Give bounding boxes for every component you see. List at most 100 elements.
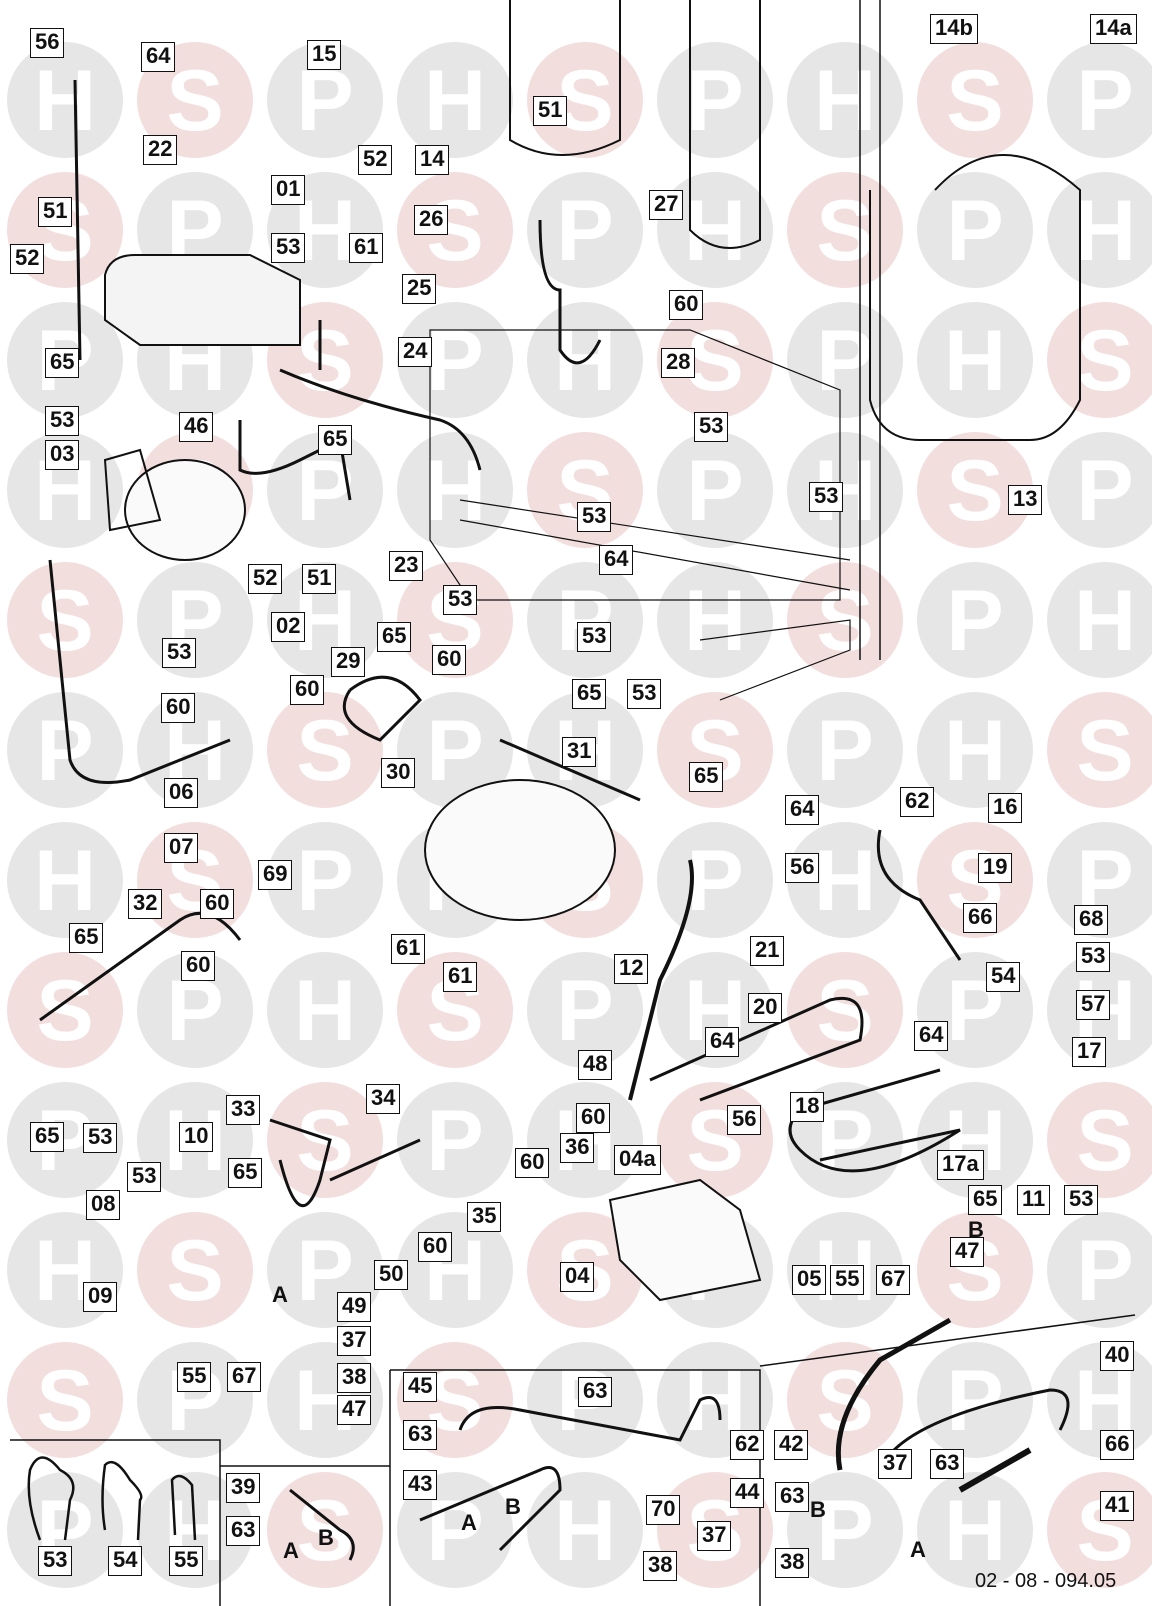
part-label-13[interactable]: 13 (1008, 485, 1043, 515)
part-label-53[interactable]: 53 (162, 638, 197, 668)
part-label-21[interactable]: 21 (750, 936, 785, 966)
part-label-06[interactable]: 06 (164, 778, 199, 808)
part-label-14b[interactable]: 14b (930, 14, 978, 44)
part-label-10[interactable]: 10 (179, 1122, 214, 1152)
part-label-64[interactable]: 64 (599, 545, 634, 575)
part-label-50[interactable]: 50 (374, 1260, 409, 1290)
part-label-52[interactable]: 52 (10, 244, 45, 274)
part-label-53[interactable]: 53 (627, 679, 662, 709)
part-label-53[interactable]: 53 (271, 233, 306, 263)
part-label-66[interactable]: 66 (963, 903, 998, 933)
part-label-64[interactable]: 64 (785, 795, 820, 825)
part-label-37[interactable]: 37 (697, 1521, 732, 1551)
part-label-02[interactable]: 02 (271, 612, 306, 642)
part-label-53[interactable]: 53 (577, 502, 612, 532)
part-label-48[interactable]: 48 (578, 1050, 613, 1080)
part-label-19[interactable]: 19 (978, 853, 1013, 883)
part-label-67[interactable]: 67 (876, 1265, 911, 1295)
part-label-49[interactable]: 49 (337, 1292, 372, 1322)
part-label-53[interactable]: 53 (83, 1123, 118, 1153)
part-label-39[interactable]: 39 (226, 1473, 261, 1503)
part-label-38[interactable]: 38 (775, 1548, 810, 1578)
part-label-57[interactable]: 57 (1076, 990, 1111, 1020)
part-label-62[interactable]: 62 (730, 1430, 765, 1460)
part-label-33[interactable]: 33 (226, 1095, 261, 1125)
part-label-61[interactable]: 61 (443, 962, 478, 992)
part-label-55[interactable]: 55 (830, 1265, 865, 1295)
part-label-65[interactable]: 65 (572, 679, 607, 709)
part-label-04a[interactable]: 04a (614, 1145, 661, 1175)
part-label-63[interactable]: 63 (578, 1377, 613, 1407)
part-label-53[interactable]: 53 (45, 406, 80, 436)
part-label-52[interactable]: 52 (248, 564, 283, 594)
part-label-09[interactable]: 09 (83, 1282, 118, 1312)
part-label-23[interactable]: 23 (389, 551, 424, 581)
part-label-18[interactable]: 18 (790, 1092, 825, 1122)
part-label-64[interactable]: 64 (914, 1021, 949, 1051)
part-label-55[interactable]: 55 (177, 1362, 212, 1392)
part-label-53[interactable]: 53 (809, 482, 844, 512)
part-label-37[interactable]: 37 (878, 1449, 913, 1479)
part-label-37[interactable]: 37 (337, 1326, 372, 1356)
part-label-60[interactable]: 60 (576, 1103, 611, 1133)
part-label-65[interactable]: 65 (689, 762, 724, 792)
part-label-61[interactable]: 61 (391, 934, 426, 964)
part-label-51[interactable]: 51 (302, 564, 337, 594)
part-label-38[interactable]: 38 (337, 1363, 372, 1393)
part-label-66[interactable]: 66 (1100, 1430, 1135, 1460)
part-label-30[interactable]: 30 (381, 758, 416, 788)
part-label-15[interactable]: 15 (307, 40, 342, 70)
part-label-60[interactable]: 60 (290, 675, 325, 705)
part-label-41[interactable]: 41 (1100, 1491, 1135, 1521)
part-label-27[interactable]: 27 (649, 190, 684, 220)
part-label-65[interactable]: 65 (69, 923, 104, 953)
part-label-34[interactable]: 34 (366, 1084, 401, 1114)
part-label-60[interactable]: 60 (432, 645, 467, 675)
part-label-08[interactable]: 08 (86, 1190, 121, 1220)
part-label-47[interactable]: 47 (337, 1395, 372, 1425)
part-label-22[interactable]: 22 (143, 135, 178, 165)
part-label-69[interactable]: 69 (258, 860, 293, 890)
part-label-54[interactable]: 54 (986, 962, 1021, 992)
part-label-47[interactable]: 47 (950, 1237, 985, 1267)
part-label-56[interactable]: 56 (727, 1105, 762, 1135)
part-label-29[interactable]: 29 (331, 647, 366, 677)
part-label-60[interactable]: 60 (418, 1232, 453, 1262)
part-label-40[interactable]: 40 (1100, 1341, 1135, 1371)
part-label-65[interactable]: 65 (228, 1158, 263, 1188)
part-label-12[interactable]: 12 (614, 954, 649, 984)
part-label-53[interactable]: 53 (1064, 1185, 1099, 1215)
part-label-63[interactable]: 63 (403, 1420, 438, 1450)
part-label-28[interactable]: 28 (661, 348, 696, 378)
part-label-53[interactable]: 53 (1076, 942, 1111, 972)
part-label-17[interactable]: 17 (1072, 1037, 1107, 1067)
part-label-25[interactable]: 25 (402, 274, 437, 304)
part-label-67[interactable]: 67 (227, 1362, 262, 1392)
part-label-11[interactable]: 11 (1017, 1185, 1051, 1215)
part-label-35[interactable]: 35 (467, 1202, 502, 1232)
part-label-63[interactable]: 63 (226, 1516, 261, 1546)
part-label-05[interactable]: 05 (792, 1265, 827, 1295)
part-label-20[interactable]: 20 (748, 993, 783, 1023)
part-label-51[interactable]: 51 (533, 96, 568, 126)
part-label-60[interactable]: 60 (161, 693, 196, 723)
part-label-38[interactable]: 38 (643, 1551, 678, 1581)
part-label-54[interactable]: 54 (108, 1546, 143, 1576)
part-label-70[interactable]: 70 (646, 1495, 681, 1525)
part-label-44[interactable]: 44 (730, 1478, 765, 1508)
part-label-63[interactable]: 63 (775, 1482, 810, 1512)
part-label-16[interactable]: 16 (988, 793, 1023, 823)
part-label-45[interactable]: 45 (403, 1372, 438, 1402)
part-label-52[interactable]: 52 (358, 145, 393, 175)
part-label-03[interactable]: 03 (45, 440, 80, 470)
part-label-53[interactable]: 53 (577, 622, 612, 652)
part-label-26[interactable]: 26 (414, 205, 449, 235)
part-label-17a[interactable]: 17a (937, 1150, 984, 1180)
part-label-31[interactable]: 31 (562, 737, 597, 767)
part-label-60[interactable]: 60 (515, 1148, 550, 1178)
part-label-32[interactable]: 32 (128, 889, 163, 919)
part-label-65[interactable]: 65 (968, 1185, 1003, 1215)
part-label-14[interactable]: 14 (415, 145, 450, 175)
part-label-60[interactable]: 60 (181, 951, 216, 981)
part-label-04[interactable]: 04 (560, 1262, 595, 1292)
